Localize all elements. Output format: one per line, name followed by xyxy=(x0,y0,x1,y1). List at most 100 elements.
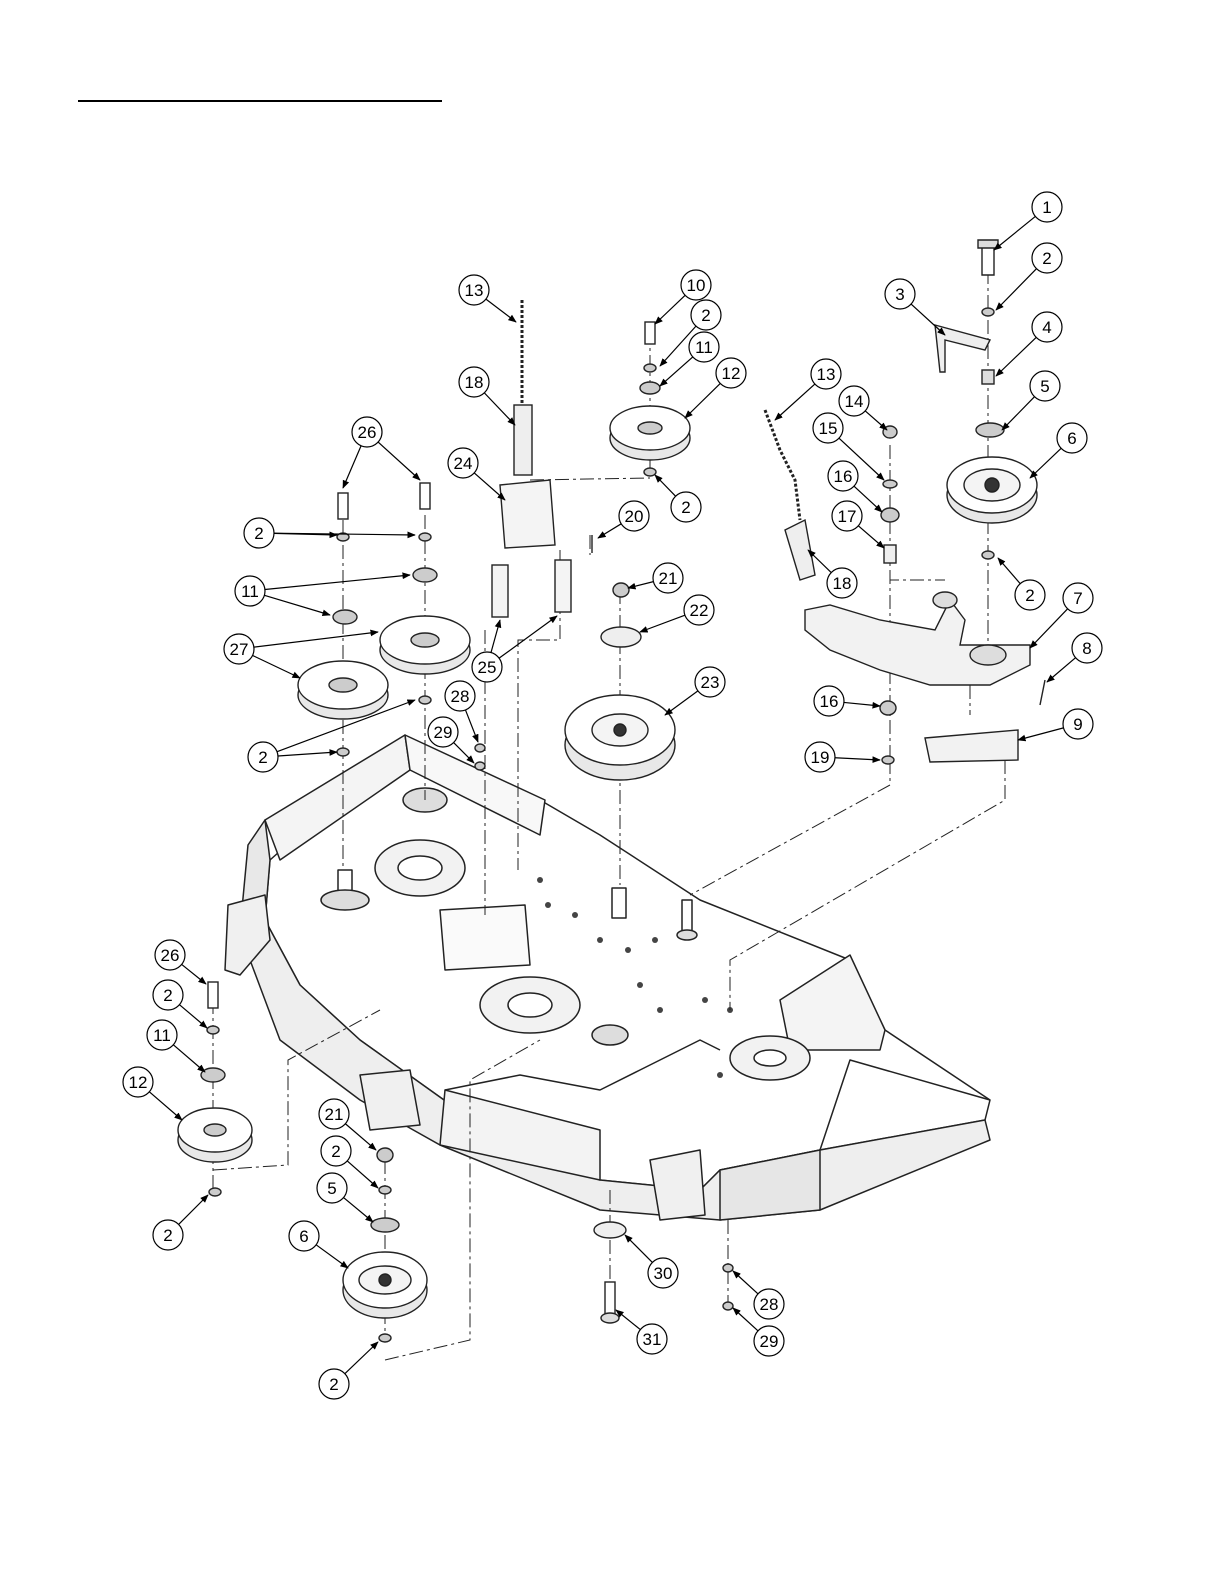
callout-number: 12 xyxy=(129,1073,148,1092)
callout-23: 23 xyxy=(665,667,725,715)
callout-leader xyxy=(616,1310,640,1330)
callout-leader xyxy=(278,752,337,756)
callout-number: 4 xyxy=(1042,318,1051,337)
callout-leader xyxy=(733,1271,758,1294)
callout-leader xyxy=(625,1235,652,1262)
callout-leader xyxy=(265,575,410,590)
callout-2: 2 xyxy=(153,1195,208,1250)
callout-5: 5 xyxy=(317,1173,373,1222)
callout-24: 24 xyxy=(448,448,505,500)
callout-number: 19 xyxy=(811,748,830,767)
callout-6: 6 xyxy=(1030,423,1087,478)
callout-leader xyxy=(1030,448,1061,478)
callout-leader xyxy=(499,616,557,658)
callout-number: 13 xyxy=(465,281,484,300)
callout-11: 11 xyxy=(235,575,410,615)
callout-number: 18 xyxy=(465,373,484,392)
callout-20: 20 xyxy=(598,501,649,538)
callout-number: 2 xyxy=(331,1142,340,1161)
callout-leader xyxy=(1030,609,1068,648)
callout-number: 24 xyxy=(454,454,473,473)
callout-number: 26 xyxy=(161,946,180,965)
callout-number: 2 xyxy=(163,986,172,1005)
callout-number: 16 xyxy=(834,467,853,486)
callout-leader xyxy=(378,442,420,480)
callout-leader xyxy=(865,411,887,430)
callout-number: 17 xyxy=(838,507,857,526)
callout-leader xyxy=(316,1245,348,1268)
callout-leader xyxy=(835,758,880,760)
callout-4: 4 xyxy=(996,312,1062,376)
callout-number: 7 xyxy=(1073,589,1082,608)
callout-leader xyxy=(491,620,500,653)
callout-leader xyxy=(173,1045,205,1072)
callout-5: 5 xyxy=(1002,371,1060,430)
callout-11: 11 xyxy=(147,1020,205,1072)
callout-6: 6 xyxy=(289,1221,348,1268)
callout-leader xyxy=(994,216,1035,250)
callout-leader xyxy=(486,299,516,322)
callout-number: 3 xyxy=(895,285,904,304)
callout-number: 20 xyxy=(625,507,644,526)
callout-leader xyxy=(996,337,1036,376)
callout-13: 13 xyxy=(775,359,841,420)
callout-number: 6 xyxy=(1067,429,1076,448)
callout-layer: 1234562789102111221318242025131415161718… xyxy=(123,192,1102,1399)
callout-leader xyxy=(911,304,945,335)
callout-leader xyxy=(149,1092,182,1120)
callout-26: 26 xyxy=(343,417,420,488)
callout-number: 2 xyxy=(1042,249,1051,268)
callout-number: 28 xyxy=(451,687,470,706)
callout-leader xyxy=(347,1161,378,1188)
callout-31: 31 xyxy=(616,1310,667,1354)
callout-2: 2 xyxy=(319,1342,378,1399)
callout-leader xyxy=(998,558,1020,584)
callout-leader xyxy=(655,475,676,496)
callout-number: 22 xyxy=(690,601,709,620)
callout-number: 18 xyxy=(833,574,852,593)
callout-number: 26 xyxy=(358,423,377,442)
callout-number: 28 xyxy=(760,1295,779,1314)
callout-number: 13 xyxy=(817,365,836,384)
callout-leader xyxy=(484,393,515,425)
callout-leader xyxy=(996,269,1036,310)
callout-number: 2 xyxy=(681,498,690,517)
callout-number: 11 xyxy=(153,1026,171,1045)
callout-leader xyxy=(640,615,685,632)
callout-22: 22 xyxy=(640,595,714,632)
callout-leader xyxy=(733,1308,758,1331)
callout-12: 12 xyxy=(685,358,746,418)
callout-18: 18 xyxy=(459,367,515,425)
callout-8: 8 xyxy=(1047,633,1102,682)
callout-number: 21 xyxy=(659,569,678,588)
callout-17: 17 xyxy=(832,501,884,548)
callout-28: 28 xyxy=(733,1271,784,1319)
callout-leader xyxy=(1002,397,1035,430)
callout-11: 11 xyxy=(660,332,719,386)
callout-number: 8 xyxy=(1082,639,1091,658)
callout-leader xyxy=(179,1005,207,1028)
callout-2: 2 xyxy=(244,518,415,548)
callout-number: 6 xyxy=(299,1227,308,1246)
callout-12: 12 xyxy=(123,1067,182,1120)
callout-13: 13 xyxy=(459,275,516,322)
callout-number: 12 xyxy=(722,364,741,383)
callout-number: 14 xyxy=(845,392,864,411)
callout-leader xyxy=(253,655,300,678)
callout-9: 9 xyxy=(1018,709,1093,740)
callout-leader xyxy=(844,702,880,706)
callout-number: 2 xyxy=(329,1375,338,1394)
callout-number: 2 xyxy=(163,1226,172,1245)
callout-26: 26 xyxy=(155,940,206,984)
callout-number: 11 xyxy=(241,582,259,601)
callout-21: 21 xyxy=(628,563,683,593)
callout-leader xyxy=(182,964,206,984)
callout-leader xyxy=(254,632,378,647)
callout-leader xyxy=(1018,728,1064,740)
callout-number: 29 xyxy=(760,1332,779,1351)
callout-number: 16 xyxy=(820,692,839,711)
callout-number: 9 xyxy=(1073,715,1082,734)
callout-number: 1 xyxy=(1042,198,1051,217)
callout-leader xyxy=(465,710,478,742)
